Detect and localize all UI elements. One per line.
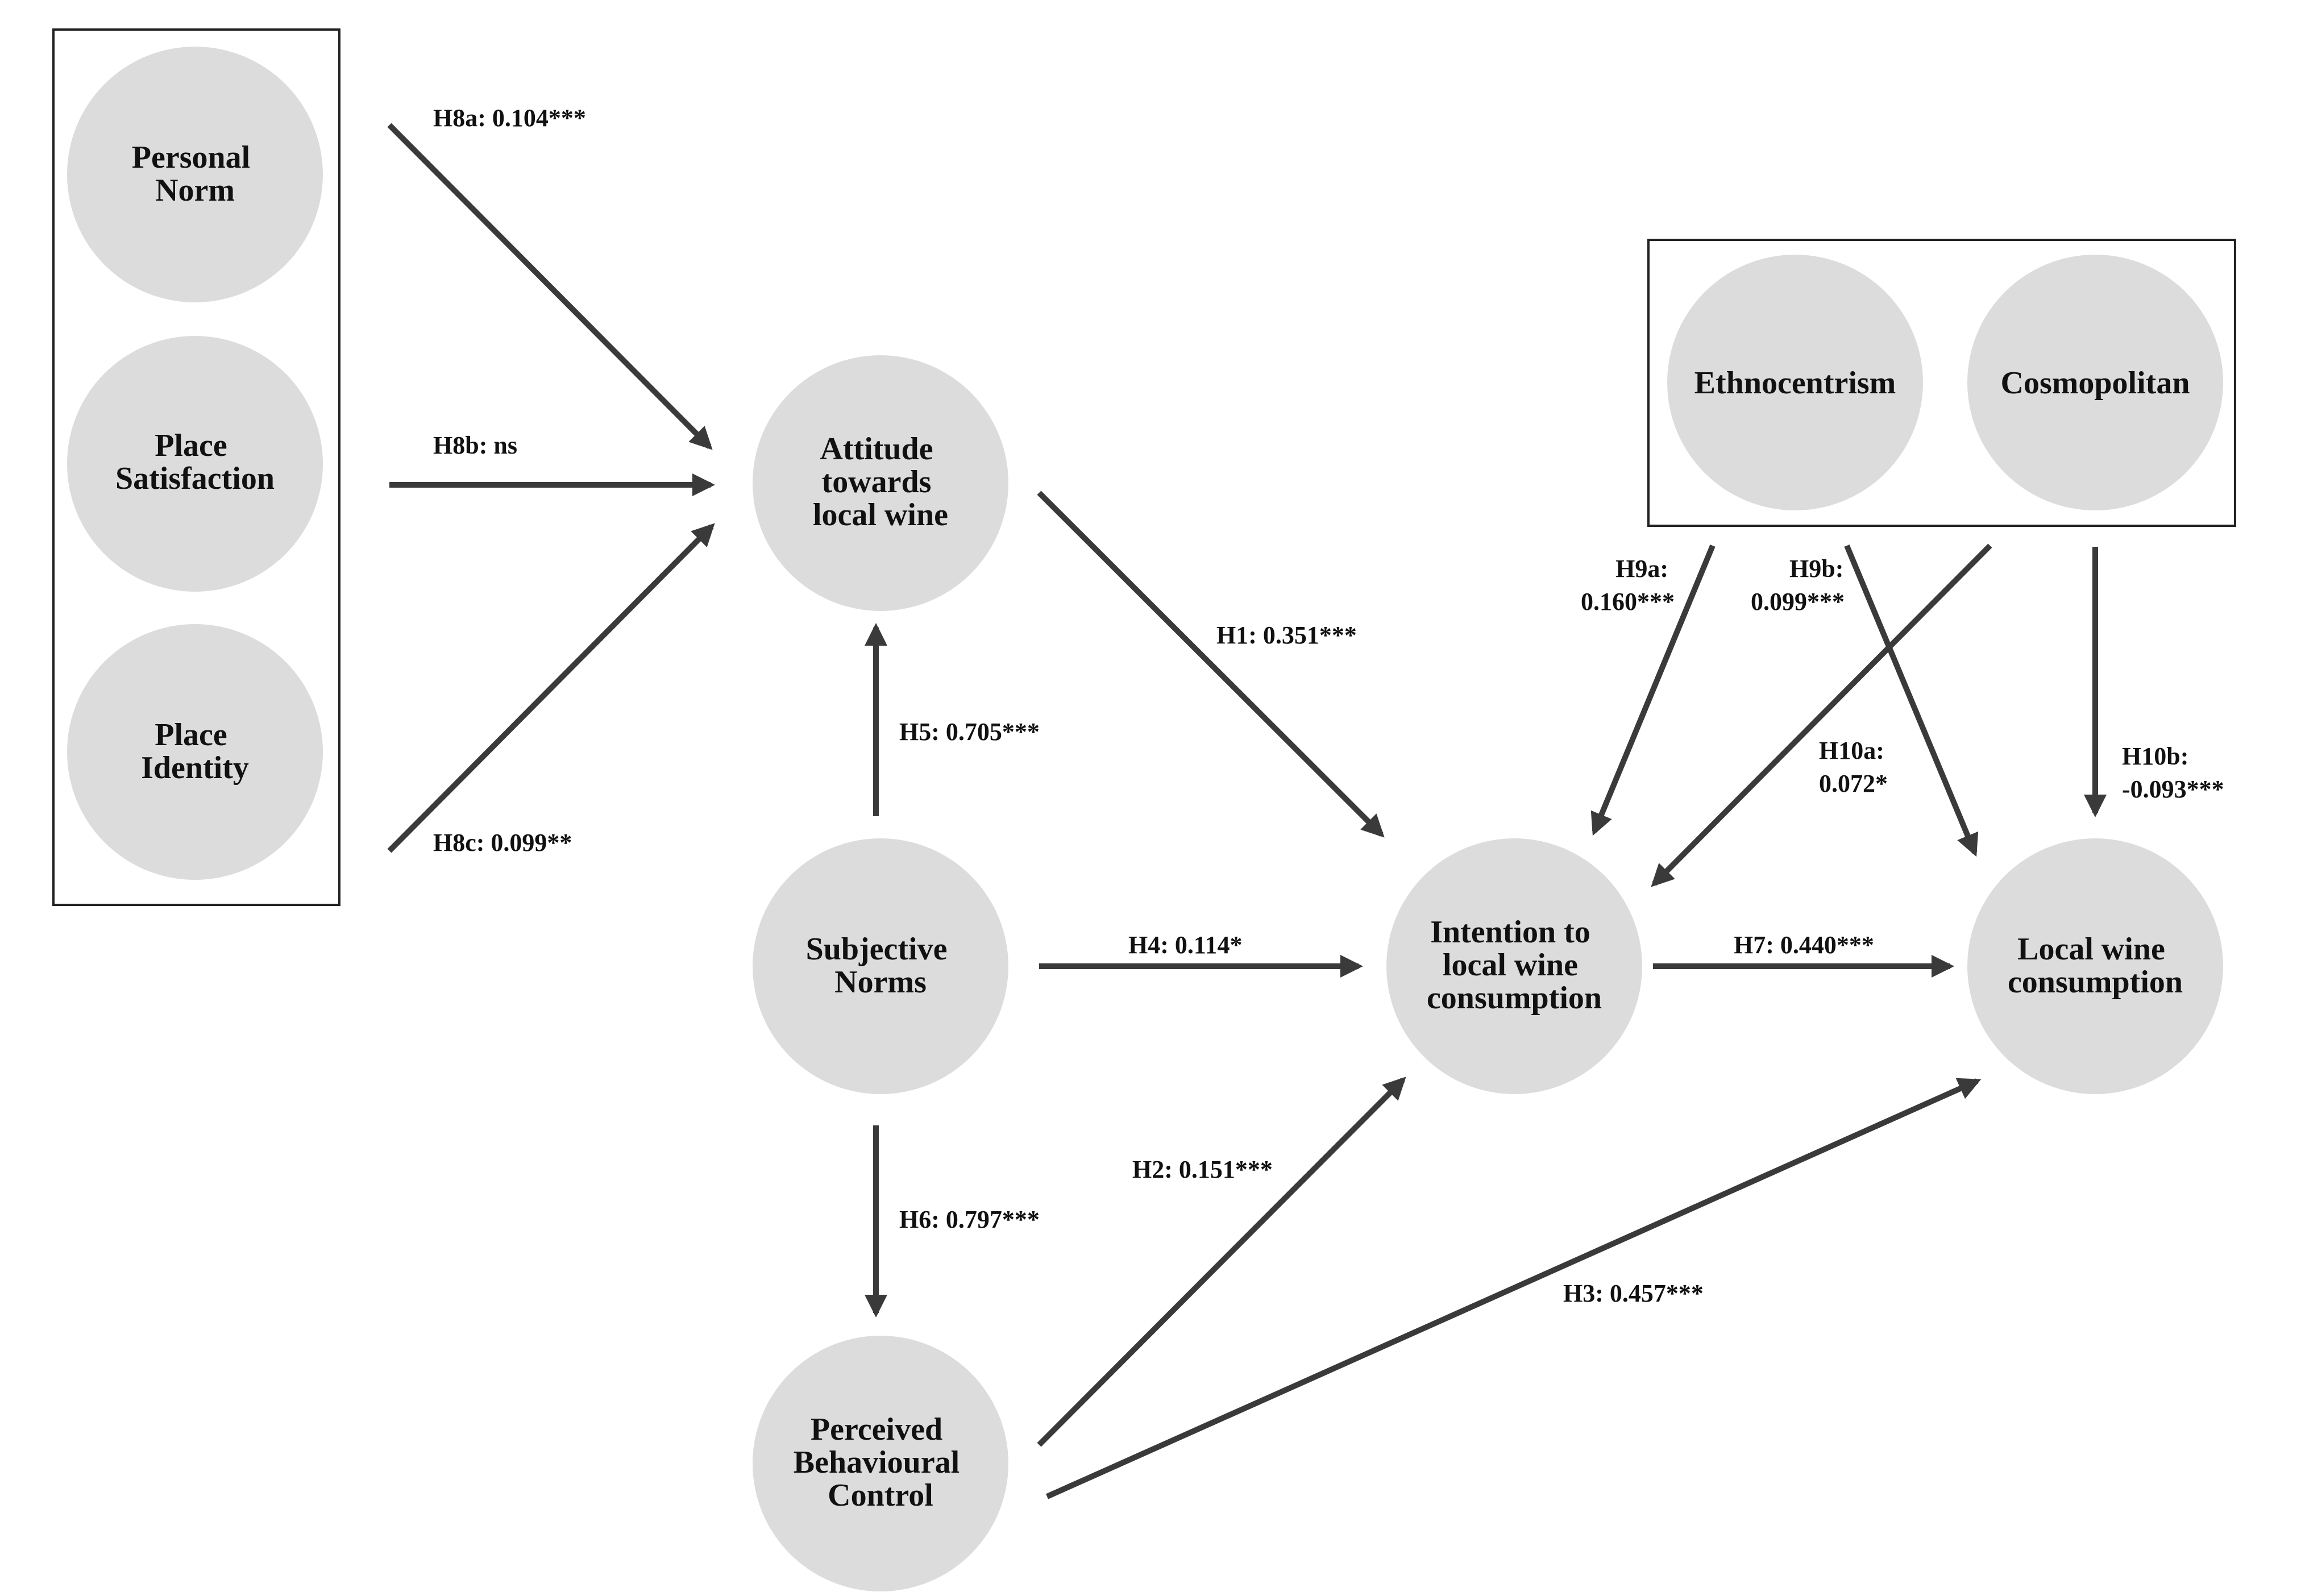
h3-arrow [1045, 1078, 1982, 1499]
h8b-label: H8b: ns [433, 431, 517, 459]
local-consumption-label: Local wine consumption [2008, 932, 2183, 1000]
personal-norm-label: Personal Norm [132, 140, 258, 208]
h8c-label: H8c: 0.099** [433, 829, 572, 857]
intention-circle [1386, 838, 1642, 1094]
pbc-node: Perceived Behavioural Control [753, 1336, 1008, 1591]
attitude-node: Attitude towards local wine [753, 355, 1008, 611]
place-satisfaction-label: Place Satisfaction [115, 428, 275, 496]
h10b-label: H10b: -0.093*** [2122, 742, 2224, 803]
personal-norm-node: Personal Norm [67, 47, 323, 302]
ethnocentrism-node: Ethnocentrism [1667, 255, 1923, 510]
ethnocentrism-circle [1667, 255, 1923, 510]
intention-label: Intention to local wine consumption [1427, 915, 1602, 1016]
subjective-norms-label: Subjective Norms [806, 932, 956, 1000]
place-identity-circle [67, 624, 323, 880]
h6-label: H6: 0.797*** [899, 1206, 1040, 1233]
moderators-group-box [1647, 239, 2236, 527]
h1-arrow [1037, 491, 1385, 838]
h9a-arrow [1590, 545, 1716, 836]
h10a-arrow [1651, 543, 1992, 887]
h8a-arrow [387, 123, 713, 450]
h7-label: H7: 0.440*** [1734, 931, 1874, 959]
h10a-label: H10a: 0.072* [1819, 737, 1891, 797]
place-satisfaction-node: Place Satisfaction [67, 336, 323, 592]
h8c-arrow [387, 523, 715, 853]
intention-node: Intention to local wine consumption [1386, 838, 1642, 1094]
h1-label: H1: 0.351*** [1216, 621, 1357, 649]
place-identity-label: Place Identity [141, 717, 249, 785]
cosmopolitan-node: Cosmopolitan [1967, 255, 2223, 510]
cosmopolitan-label: Cosmopolitan [2001, 365, 2190, 401]
h3-label: H3: 0.457*** [1563, 1279, 1704, 1307]
h2-label: H2: 0.151*** [1132, 1156, 1273, 1183]
pbc-label: Perceived Behavioural Control [794, 1412, 967, 1513]
ethnocentrism-label: Ethnocentrism [1694, 365, 1896, 401]
h9b-label: H9b: 0.099*** [1751, 555, 1850, 616]
arrows [387, 123, 2107, 1499]
local-consumption-node: Local wine consumption [1967, 838, 2223, 1094]
h5-label: H5: 0.705*** [899, 718, 1040, 746]
h8a-label: H8a: 0.104*** [433, 104, 586, 132]
h9b-arrow [1844, 545, 1979, 857]
subjective-norms-circle [753, 838, 1008, 1094]
h4-label: H4: 0.114* [1128, 931, 1242, 959]
subjective-norms-node: Subjective Norms [753, 838, 1008, 1094]
attitude-circle [753, 355, 1008, 611]
pbc-circle [753, 1336, 1008, 1591]
personal-norm-circle [67, 47, 323, 302]
local-consumption-circle [1967, 838, 2223, 1094]
antecedents-group-box [52, 28, 340, 906]
cosmopolitan-circle [1967, 255, 2223, 510]
attitude-label: Attitude towards local wine [813, 431, 948, 533]
place-identity-node: Place Identity [67, 624, 323, 880]
h2-arrow [1037, 1077, 1406, 1447]
h9a-label: H9a: 0.160*** [1581, 555, 1675, 616]
place-satisfaction-circle [67, 336, 323, 592]
